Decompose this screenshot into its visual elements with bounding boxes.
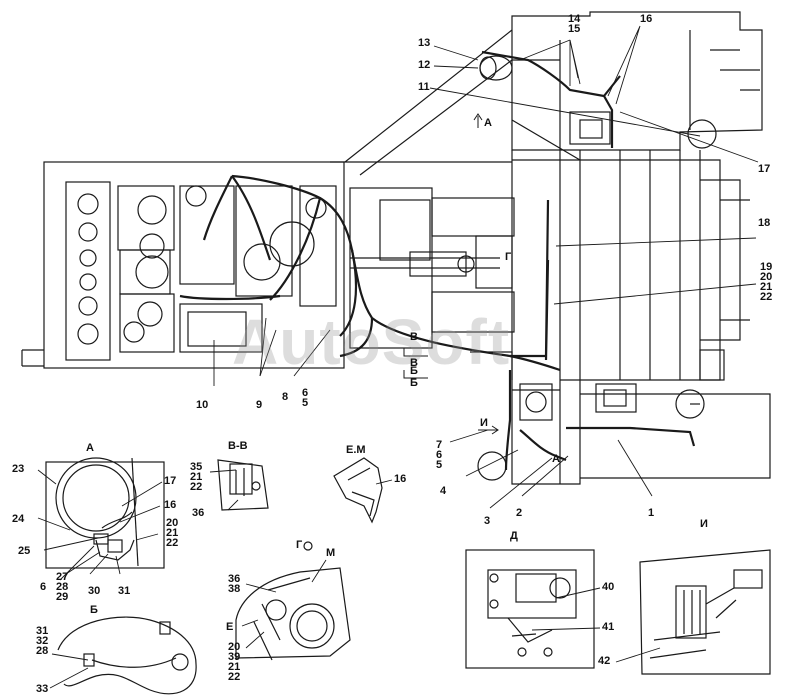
detail-d-drawing [465,549,601,669]
detail-a-callout-27-29: 27 28 29 [56,571,69,603]
view-a-marker-label: А [552,453,560,465]
callout-12: 12 [418,59,431,71]
detail-a-callout-25: 25 [18,545,31,557]
callout-11: 11 [418,81,430,93]
detail-b-callout-33: 33 [36,683,49,695]
detail-a-callout-31: 31 [118,585,131,597]
detail-g-label-g: Г [296,539,303,551]
frame-diagonal [344,29,581,176]
detail-a-callout-20-22: 20 21 22 [166,517,179,549]
detail-g-label-e: Е [226,621,234,633]
detail-d-callout-40: 40 [602,581,615,593]
detail-b-title: Б [90,604,98,616]
detail-i-drawing [615,549,771,675]
detail-a-callout-16: 16 [164,499,177,511]
detail-g-drawing [235,541,351,661]
main-harness [231,174,561,372]
detail-bb-title: В-В [228,440,248,452]
section-g-label: Г [505,251,512,263]
engine-block-outline [43,161,345,369]
detail-g-callout-36-38: 36 38 [228,573,241,595]
cab-outline [511,11,763,151]
callout-1: 1 [648,507,655,519]
detail-em-drawing [333,457,393,524]
callout-19-22: 19 20 21 22 [760,261,773,303]
detail-bb-callout-36: 36 [192,507,205,519]
detail-bb-drawing [209,459,269,511]
callout-14-15: 14 15 [568,13,581,35]
callout-2: 2 [516,507,523,519]
section-v-label-2: В [410,357,418,369]
detail-a-callout-24: 24 [12,513,25,525]
callout-6-5: 6 5 [302,387,309,409]
detail-i-callout-42: 42 [598,655,611,667]
detail-a-drawing [37,457,165,581]
detail-b-callout-31-28: 31 32 28 [36,625,49,657]
view-i-label: И [480,417,488,429]
detail-g-label-m: М [326,547,336,559]
detail-a-callout-6: 6 [40,581,47,593]
detail-d-title: Д [510,530,518,542]
detail-bb-callout-35-22: 35 21 22 [190,461,203,493]
section-b-label-2: Б [410,377,418,389]
detail-a-title: А [86,442,94,454]
detail-i-title: И [700,518,708,530]
rear-harness [481,50,614,148]
detail-em-title: Е.М [346,444,366,456]
detail-a-callout-30: 30 [88,585,101,597]
callout-8: 8 [282,391,289,403]
section-b-label-1: Б [410,365,418,377]
callout-18: 18 [758,217,771,229]
detail-a-callout-23: 23 [12,463,25,475]
callout-4: 4 [440,485,447,497]
chassis-outline [330,150,721,381]
detail-g-callout-20-22: 20 39 21 22 [228,641,241,683]
view-arrow-a-label: А [484,117,492,129]
callout-7-6-5: 7 6 5 [436,439,443,471]
detail-b-drawing [49,616,197,695]
callout-17: 17 [758,163,771,175]
callout-9: 9 [256,399,263,411]
callout-16: 16 [640,13,653,25]
callout-13: 13 [418,37,431,49]
detail-em-callout-16: 16 [394,473,407,485]
callout-10: 10 [196,399,209,411]
battery-box [187,311,247,347]
section-v-label-1: В [410,331,418,343]
detail-d-callout-41: 41 [602,621,615,633]
callout-3: 3 [484,515,491,527]
detail-a-callout-17: 17 [164,475,177,487]
